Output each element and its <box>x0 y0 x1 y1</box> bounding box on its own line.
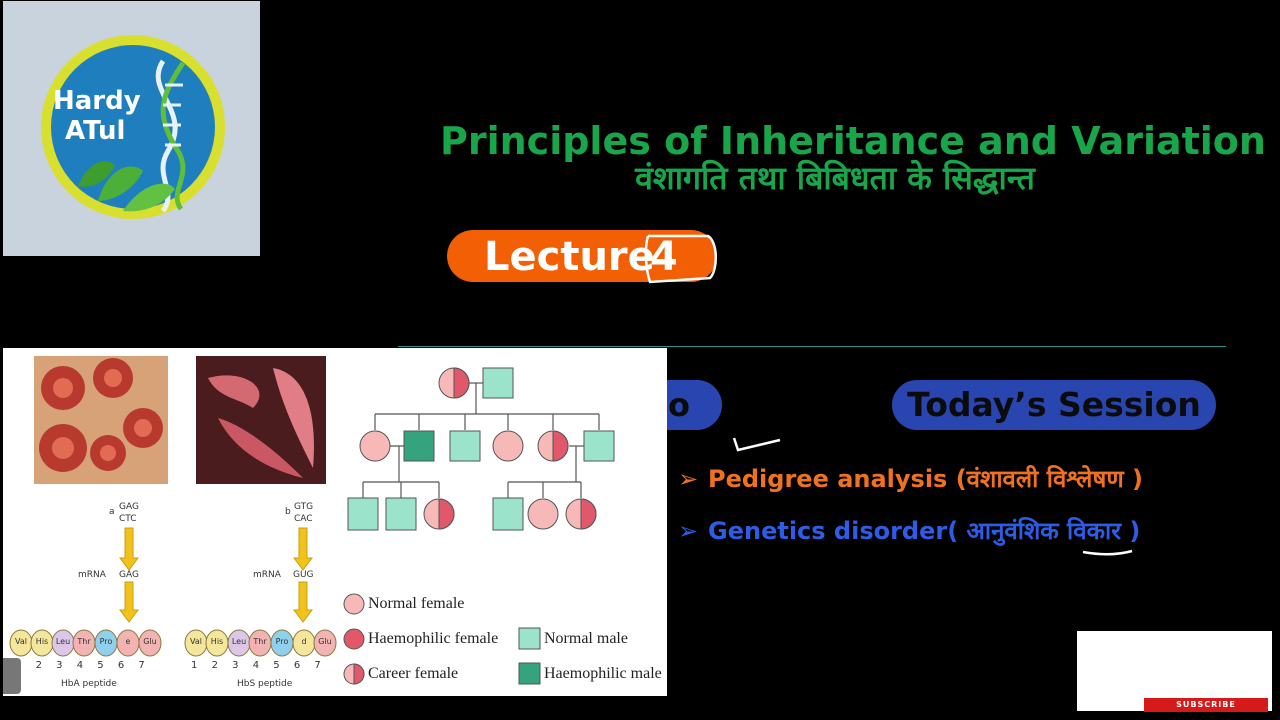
divider-line <box>398 346 1226 347</box>
hbs-peptide-label: HbS peptide <box>237 679 293 689</box>
handwritten-circle-annotation <box>644 234 717 284</box>
pen-mark-annotation <box>732 437 781 452</box>
peptide-a-residue: e <box>125 637 131 646</box>
peptide-b-residue: Glu <box>318 637 332 646</box>
peptide-a-residue: Pro <box>99 637 113 646</box>
seq-b-top: GTG <box>294 502 314 512</box>
lecture-label: Lecture <box>484 234 655 280</box>
peptide-b-residue: Val <box>190 637 202 646</box>
bullet-text: Pedigree analysis (वंशावली विश्लेषण ) <box>708 465 1144 493</box>
subscribe-button[interactable]: SUBSCRIBE <box>1144 698 1268 712</box>
agenda-pill-partial-label: o <box>668 386 690 424</box>
peptide-a-residue: Thr <box>77 637 91 646</box>
mrna-label-b: mRNA <box>253 570 281 580</box>
mrna-a-codon: GAG <box>119 570 139 580</box>
overlay-white-box <box>1077 631 1272 711</box>
channel-logo: Hardy ATul <box>3 1 260 256</box>
bullet-arrow-icon: ➢ <box>678 465 699 493</box>
legend-career-female: Career female <box>368 665 459 682</box>
seq-b-label: b <box>285 507 291 517</box>
bullet-genetics-disorder: ➢ Genetics disorder( आनुवंशिक विकार ) <box>678 514 1140 548</box>
peptide-b-residue: d <box>301 637 307 646</box>
genetics-figure-panel: a GAG CTC b GTG CAC mRNA GAG mRNA GUG Va… <box>3 348 667 696</box>
figure-illustration <box>9 356 615 685</box>
todays-session-pill <box>892 380 1216 430</box>
seq-a-label: a <box>109 507 115 517</box>
legend-haemophilic-male: Haemophilic male <box>544 665 662 682</box>
seq-a-top: GAG <box>119 502 139 512</box>
peptide-a-residue: Leu <box>55 637 71 646</box>
peptide-b-numbers: 1 2 3 4 5 6 7 <box>191 660 321 671</box>
legend-normal-male: Normal male <box>544 630 628 647</box>
mrna-b-codon: GUG <box>293 570 314 580</box>
mrna-label-a: mRNA <box>78 570 106 580</box>
todays-session-label: Today’s Session <box>907 385 1201 424</box>
dna-leaf-logo-icon <box>41 35 225 219</box>
peptide-a-residue: Glu <box>143 637 157 646</box>
seq-b-bottom: CAC <box>294 514 313 524</box>
lecture-number: 4 <box>650 234 678 280</box>
hba-peptide-label: HbA peptide <box>61 679 117 689</box>
peptide-b-residue: Leu <box>231 637 247 646</box>
underline-annotation <box>1082 549 1133 556</box>
logo-text-line1: Hardy <box>53 86 141 116</box>
peptide-b-residue: Pro <box>275 637 289 646</box>
bullet-arrow-icon: ➢ <box>678 517 699 545</box>
peptide-a-residue: Val <box>15 637 27 646</box>
legend-haemophilic-female: Haemophilic female <box>368 630 499 647</box>
legend-normal-female: Normal female <box>368 595 465 612</box>
side-handle-icon[interactable] <box>3 658 21 694</box>
peptide-b-residue: Thr <box>253 637 267 646</box>
bullet-pedigree-analysis: ➢ Pedigree analysis (वंशावली विश्लेषण ) <box>678 462 1143 496</box>
bullet-text: Genetics disorder( आनुवंशिक विकार ) <box>708 517 1141 545</box>
peptide-a-numbers: 1 2 3 4 5 6 7 <box>15 660 145 671</box>
seq-a-bottom: CTC <box>119 514 137 524</box>
peptide-a-residue: His <box>35 637 49 646</box>
slide-title-english: Principles of Inheritance and Variation <box>440 119 1266 163</box>
peptide-b-residue: His <box>210 637 224 646</box>
lecture-badge <box>447 230 717 282</box>
slide-title-hindi: वंशागति तथा बिबिधता के सिद्धान्त <box>635 159 1035 197</box>
logo-text-line2: ATul <box>65 116 126 146</box>
